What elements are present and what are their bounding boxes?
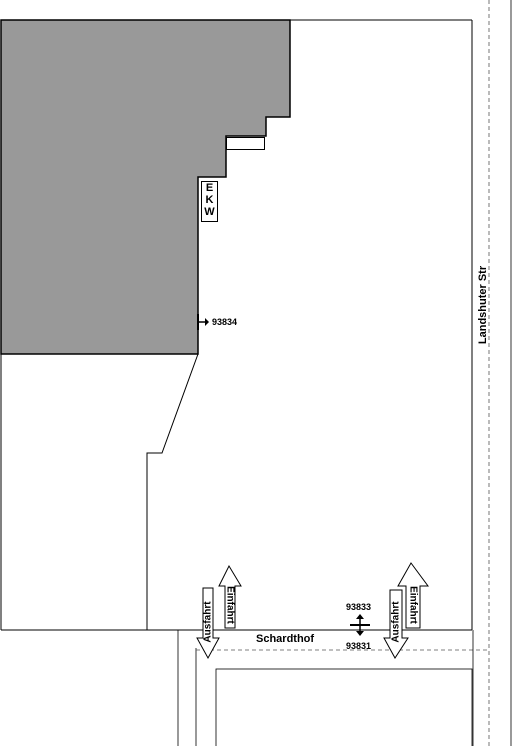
driveway-left-exit-arrow xyxy=(196,587,220,660)
marker-code-93833: 93833 xyxy=(346,602,372,612)
marker-code-93834: 93834 xyxy=(212,317,238,327)
marker-93834-symbol xyxy=(197,314,209,330)
marker-93833-symbol xyxy=(350,614,370,636)
driveway-right-exit-label: Ausfahrt xyxy=(390,601,402,643)
ekw-letter-e: E xyxy=(205,182,214,194)
ekw-letter-k: K xyxy=(205,194,214,206)
ekw-label-box: E K W xyxy=(201,181,218,222)
opposite-block xyxy=(215,668,473,746)
signal-box xyxy=(226,137,265,150)
driveway-left-exit-label: Ausfahrt xyxy=(202,601,214,643)
marker-code-93831: 93831 xyxy=(346,641,372,651)
street-label-schardthof: Schardthof xyxy=(256,633,315,645)
driveway-left-entry-label: Einfahrt xyxy=(224,586,236,624)
driveway-right-entry-label: Einfahrt xyxy=(407,586,419,624)
street-label-landshuter: Landshuter Str xyxy=(477,265,489,345)
building xyxy=(0,19,291,355)
parcel-divider xyxy=(146,353,199,630)
driveway-left-entry-arrow xyxy=(218,564,242,629)
driveway-right-entry-arrow xyxy=(397,562,429,629)
ekw-letter-w: W xyxy=(204,206,215,218)
driveway-right-exit-arrow xyxy=(383,589,409,659)
